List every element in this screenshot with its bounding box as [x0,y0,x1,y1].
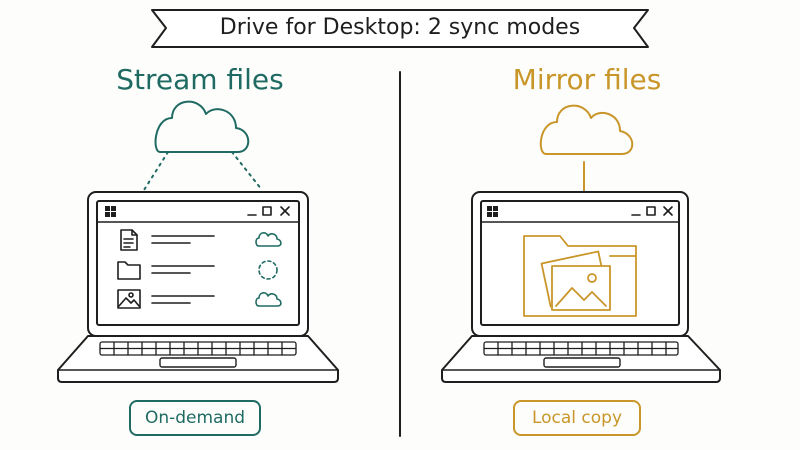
stream-files-heading: Stream files [116,63,284,96]
close-icon [280,206,290,216]
document-icon [120,229,138,251]
laptop-display [480,200,680,326]
on-demand-badge: On-demand [129,400,261,436]
cloud-status-icon [255,292,282,307]
diagram-title: Drive for Desktop: 2 sync modes [219,15,581,40]
stream-panel [57,100,339,383]
keyboard [483,341,679,356]
dashed-circle-status-icon [258,260,278,280]
mirror-files-heading: Mirror files [512,63,662,96]
dotted-link-left [143,151,169,191]
maximize-icon [646,206,656,216]
trackpad [543,357,621,368]
cloud-icon [539,104,634,155]
folder-icon [117,261,141,280]
folder-with-photos-icon [523,235,637,317]
maximize-icon [262,206,272,216]
title-banner [151,9,649,48]
close-icon [663,206,673,216]
windows-logo-icon [105,206,116,217]
mirror-panel [441,104,721,383]
local-copy-badge: Local copy [513,400,641,436]
image-icon [117,289,141,309]
trackpad [159,357,237,368]
windows-logo-icon [487,206,498,217]
keyboard [99,341,297,356]
dotted-link-right [231,151,263,191]
laptop-display [96,200,300,326]
cloud-icon [154,100,250,153]
cloud-status-icon [255,232,282,247]
